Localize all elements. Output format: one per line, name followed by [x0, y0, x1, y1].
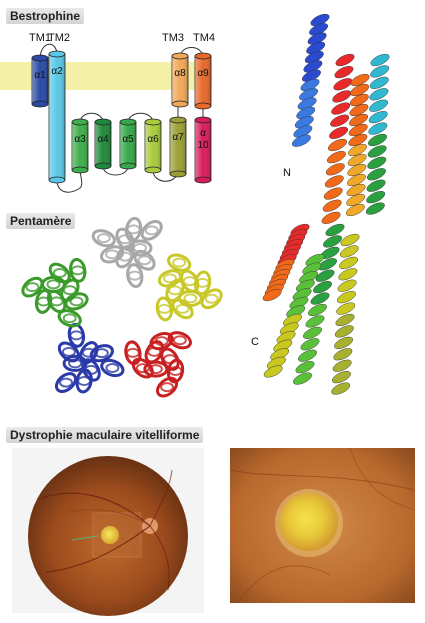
ribbon-helix-4	[365, 53, 390, 215]
helix-label-h10-2: 10	[197, 140, 209, 151]
ribbon-helix-8	[262, 223, 310, 302]
tm2-label: TM2	[48, 32, 70, 44]
c-terminus-label: C	[251, 336, 259, 348]
pentamer-subunit-2	[155, 253, 223, 322]
tm1-label: TM1	[29, 32, 51, 44]
monomer-ribbon-structure	[262, 13, 390, 395]
tm3-label: TM3	[162, 32, 184, 44]
fundus-photo-wide	[12, 448, 204, 616]
helix-h1: α1	[31, 54, 49, 108]
helix-h5: α5	[119, 118, 137, 170]
helix-label-h4: α4	[97, 134, 109, 145]
pentamer-subunit-1	[91, 216, 163, 288]
helix-label-h9: α9	[197, 68, 209, 79]
helix-h8: α8	[171, 52, 189, 108]
tm4-label: TM4	[193, 32, 215, 44]
title-pentamere: Pentamère	[6, 213, 76, 229]
helix-h7: α7	[169, 116, 187, 178]
ribbon-helix-5	[293, 223, 345, 385]
helix-h2: α2	[48, 50, 66, 184]
pentamer-subunit-4	[54, 322, 125, 394]
helix-h4: α4	[94, 118, 112, 170]
helix-label-h10-1: α	[200, 128, 206, 139]
helix-label-h2: α2	[51, 66, 63, 77]
ribbon-helix-1	[291, 13, 330, 147]
helix-label-h6: α6	[147, 134, 159, 145]
helix-h6: α6	[144, 118, 162, 174]
ribbon-helix-2	[321, 53, 355, 224]
pentamer-subunit-5	[21, 257, 89, 328]
ribbon-helix-7	[331, 233, 360, 395]
fundus-photo-closeup	[229, 447, 416, 603]
topology-diagram: α1 α2 α3 α4 α5 α6 α7 α8 α9 α10 TM1 TM2 TM3 TM4	[0, 32, 215, 193]
title-dystrophie: Dystrophie maculaire vitelliforme	[6, 427, 204, 443]
helix-label-h3: α3	[74, 134, 86, 145]
helix-label-h8: α8	[174, 68, 186, 79]
title-bestrophine: Bestrophine	[6, 8, 85, 24]
pentamer-subunit-3	[124, 331, 192, 398]
helix-h10: α10	[194, 116, 212, 184]
helix-label-h7: α7	[172, 132, 184, 143]
ribbon-helix-3	[345, 73, 370, 217]
helix-h9: α9	[194, 52, 212, 110]
helix-h3: α3	[71, 118, 89, 174]
helix-label-h5: α5	[122, 134, 134, 145]
ribbon-helix-6	[263, 253, 325, 378]
helix-label-h1: α1	[34, 70, 46, 81]
n-terminus-label: N	[283, 167, 291, 179]
pentamer-structure	[21, 216, 223, 398]
